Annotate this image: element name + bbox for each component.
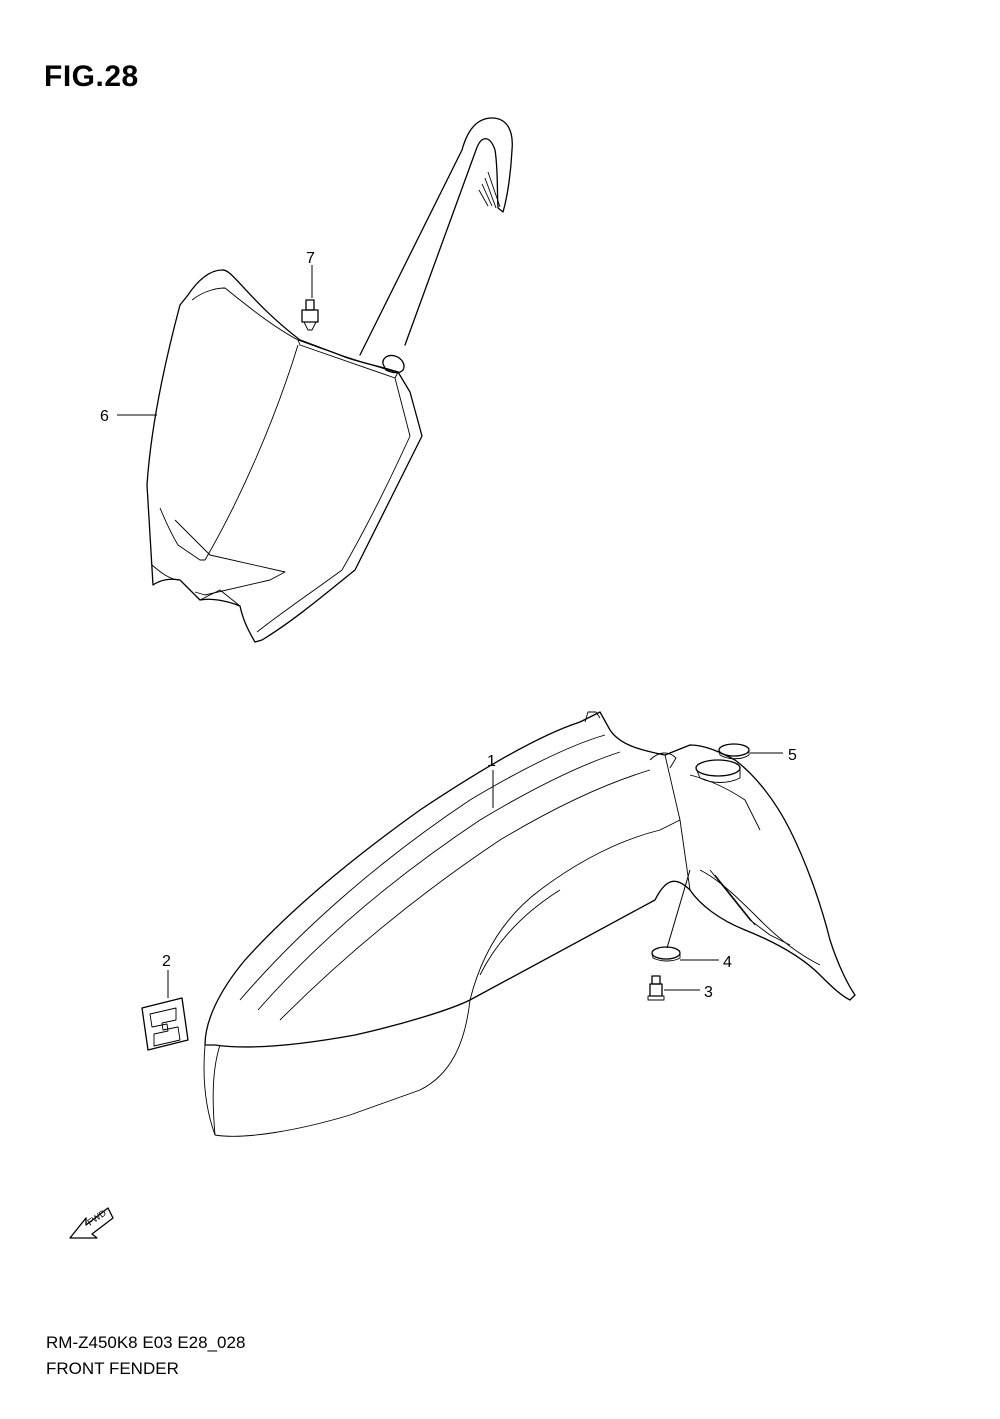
callout-6: 6	[100, 408, 109, 425]
callout-7: 7	[306, 250, 315, 267]
emblem-part[interactable]	[141, 997, 189, 1051]
figure-title: FIG.28	[44, 60, 139, 93]
washer-part-5[interactable]	[718, 743, 750, 760]
washer-part-4[interactable]	[651, 946, 681, 962]
diagram-code: RM-Z450K8 E03 E28_028	[46, 1333, 246, 1352]
callout-4: 4	[723, 954, 732, 971]
screw-part[interactable]	[301, 299, 319, 331]
number-plate-part[interactable]	[146, 117, 513, 643]
diagram-name: FRONT FENDER	[46, 1359, 179, 1378]
callout-3: 3	[704, 984, 713, 1001]
callout-2: 2	[162, 953, 171, 970]
fwd-arrow-icon: FWD	[69, 1207, 114, 1239]
callout-1: 1	[487, 753, 496, 770]
callout-5: 5	[788, 747, 797, 764]
front-fender-part[interactable]	[203, 711, 856, 1137]
leader-4a	[666, 869, 691, 949]
bolt-part[interactable]	[647, 975, 665, 1001]
